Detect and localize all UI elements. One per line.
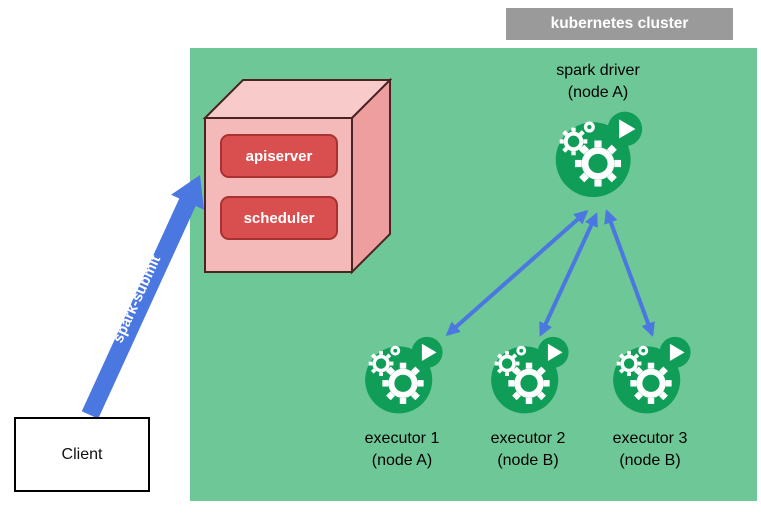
spark-submit-arrow: spark-submit bbox=[81, 175, 204, 419]
driver-executor-arrows bbox=[445, 209, 655, 337]
spark-driver-node: (node A) bbox=[567, 84, 629, 101]
scheduler-label: scheduler bbox=[243, 209, 315, 227]
executor-1-label: executor 1 (node A) bbox=[322, 428, 482, 472]
apiserver-box: apiserver bbox=[220, 134, 338, 178]
executor-1-node: (node A) bbox=[371, 452, 433, 469]
executor-3-name: executor 3 bbox=[612, 430, 688, 447]
executor-3-icon bbox=[608, 330, 694, 416]
apiserver-label: apiserver bbox=[245, 147, 313, 165]
executor-1-icon bbox=[360, 330, 446, 416]
executor-2-icon bbox=[486, 330, 572, 416]
executor-3-label: executor 3 (node B) bbox=[570, 428, 730, 472]
client-box: Client bbox=[14, 417, 150, 492]
spark-driver-label: spark driver (node A) bbox=[518, 60, 678, 104]
scheduler-box: scheduler bbox=[220, 196, 338, 240]
kubernetes-cluster-label: kubernetes cluster bbox=[506, 8, 733, 40]
executor-2-label: executor 2 (node B) bbox=[448, 428, 608, 472]
executor-2-name: executor 2 bbox=[490, 430, 566, 447]
kubernetes-cluster-label-text: kubernetes cluster bbox=[550, 15, 689, 32]
arrow-driver-executor-1 bbox=[445, 210, 589, 336]
executor-3-node: (node B) bbox=[619, 452, 681, 469]
spark-driver-name: spark driver bbox=[556, 62, 640, 79]
client-label: Client bbox=[61, 445, 103, 463]
spark-driver-icon bbox=[550, 104, 646, 200]
arrow-driver-executor-2 bbox=[539, 212, 598, 337]
arrow-driver-executor-3 bbox=[604, 209, 655, 337]
executor-1-name: executor 1 bbox=[364, 430, 440, 447]
spark-submit-arrow-shape bbox=[81, 175, 204, 419]
executor-2-node: (node B) bbox=[497, 452, 559, 469]
